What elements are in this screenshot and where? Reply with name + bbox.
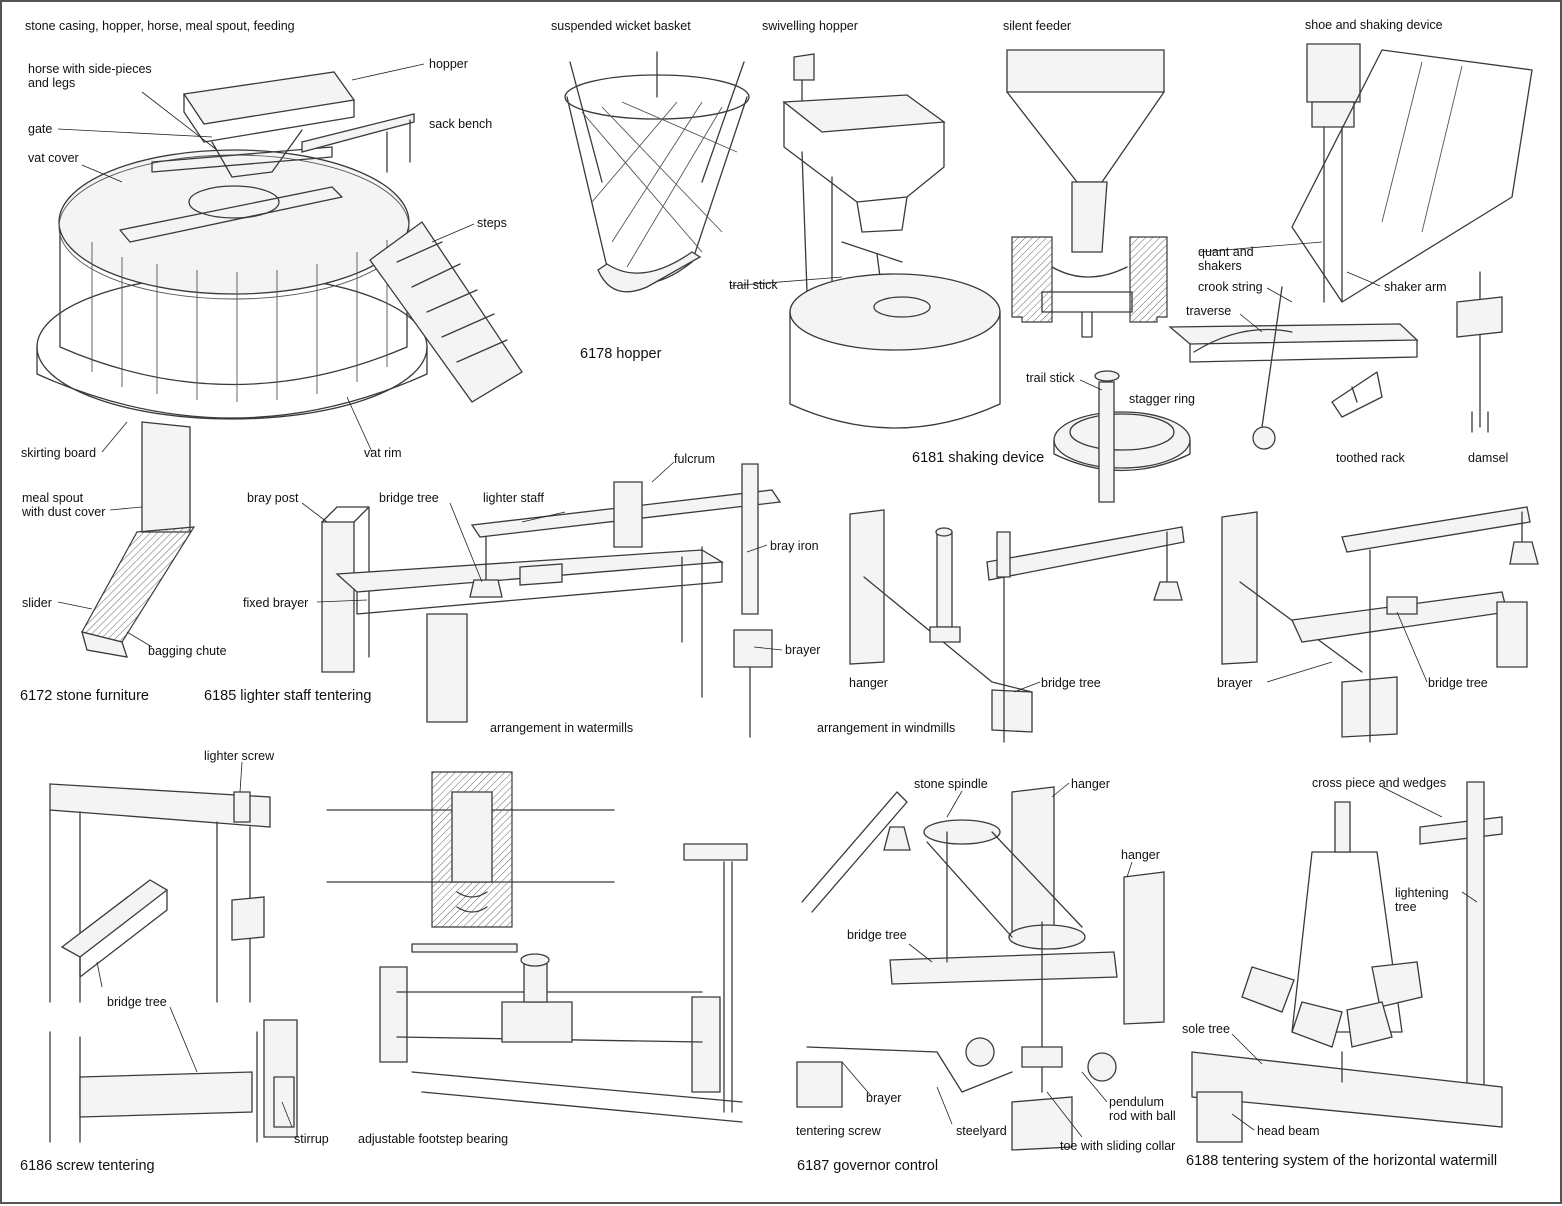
label-meal-spout: meal spout with dust cover	[22, 491, 106, 519]
label-stone-spindle: stone spindle	[914, 777, 988, 791]
caption-6178: 6178 hopper	[580, 346, 662, 362]
label-tentering-screw: tentering screw	[796, 1124, 881, 1138]
label-sole-tree: sole tree	[1182, 1022, 1230, 1036]
label-pendulum: pendulum rod with ball	[1109, 1095, 1176, 1123]
label-brayer-right: brayer	[1217, 676, 1253, 690]
caption-6186: 6186 screw tentering	[20, 1158, 155, 1174]
screw-tentering-drawing	[49, 783, 298, 1143]
label-gate: gate	[28, 122, 53, 136]
label-lightening-tree: lightening tree	[1395, 886, 1449, 914]
label-suspended-wicket-basket: suspended wicket basket	[551, 19, 691, 33]
label-lighter-staff: lighter staff	[483, 491, 544, 505]
caption-6185: 6185 lighter staff tentering	[204, 688, 372, 704]
label-steelyard: steelyard	[956, 1124, 1007, 1138]
label-hopper: hopper	[429, 57, 468, 71]
windmill-arrangement-drawing	[849, 509, 1185, 743]
label-bagging-chute: bagging chute	[148, 644, 227, 658]
label-skirting-board: skirting board	[21, 446, 97, 460]
label-toe-with-sliding-collar: toe with sliding collar	[1060, 1139, 1176, 1153]
shoe-shaking-drawing	[1168, 43, 1533, 450]
label-toothed-rack: toothed rack	[1336, 451, 1405, 465]
label-stagger-ring: stagger ring	[1129, 392, 1196, 406]
label-stone-furniture-title: stone casing, hopper, horse, meal spout,…	[25, 19, 295, 33]
label-bray-post: bray post	[247, 491, 299, 505]
label-arrangement-windmills: arrangement in windmills	[817, 721, 956, 735]
label-bridge-tree-right: bridge tree	[1428, 676, 1488, 690]
label-stirrup: stirrup	[294, 1132, 329, 1146]
caption-6187: 6187 governor control	[797, 1158, 939, 1174]
label-vat-rim: vat rim	[364, 446, 402, 460]
label-vat-cover: vat cover	[28, 151, 79, 165]
label-brayer-6185: brayer	[785, 643, 821, 657]
label-damsel: damsel	[1468, 451, 1509, 465]
label-steps: steps	[477, 216, 507, 230]
footstep-bearing-drawing	[326, 771, 748, 1123]
lighter-staff-tentering-drawing	[321, 463, 782, 738]
label-adjustable-footstep-bearing: adjustable footstep bearing	[358, 1132, 509, 1146]
label-shoe-and-shaking-device: shoe and shaking device	[1305, 18, 1443, 32]
leader-lines	[57, 63, 1478, 1138]
label-bridge-tree-wind: bridge tree	[1041, 676, 1101, 690]
wicket-basket-drawing	[564, 51, 750, 293]
label-crook-string: crook string	[1198, 280, 1263, 294]
horizontal-watermill-drawing	[1191, 781, 1503, 1143]
caption-6181: 6181 shaking device	[912, 450, 1045, 466]
label-bridge-tree-6186: bridge tree	[107, 995, 167, 1009]
label-fulcrum: fulcrum	[674, 452, 715, 466]
stone-furniture-drawing	[36, 71, 523, 658]
label-trail-stick-feeder: trail stick	[1026, 371, 1075, 385]
label-bray-iron: bray iron	[770, 539, 819, 553]
label-sack-bench: sack bench	[429, 117, 493, 131]
label-horse: horse with side-pieces and legs	[28, 62, 152, 90]
label-fixed-brayer: fixed brayer	[243, 596, 309, 610]
label-brayer-6187: brayer	[866, 1091, 902, 1105]
label-slider: slider	[22, 596, 52, 610]
label-traverse: traverse	[1186, 304, 1232, 318]
label-arrangement-watermills: arrangement in watermills	[490, 721, 634, 735]
label-lighter-screw: lighter screw	[204, 749, 275, 763]
label-trail-stick-hopper: trail stick	[729, 278, 778, 292]
label-quant-and-shakers: quant and shakers	[1198, 245, 1254, 273]
swivelling-hopper-drawing	[782, 53, 1001, 429]
label-hanger-6187-b: hanger	[1121, 848, 1160, 862]
label-swivelling-hopper: swivelling hopper	[762, 19, 858, 33]
label-hanger-wind: hanger	[849, 676, 888, 690]
label-shaker-arm: shaker arm	[1384, 280, 1447, 294]
label-bridge-tree-6185: bridge tree	[379, 491, 439, 505]
label-silent-feeder: silent feeder	[1003, 19, 1072, 33]
silent-feeder-drawing	[1006, 49, 1191, 503]
label-head-beam: head beam	[1257, 1124, 1320, 1138]
label-cross-piece-and-wedges: cross piece and wedges	[1312, 776, 1447, 790]
caption-6172: 6172 stone furniture	[20, 688, 149, 704]
label-hanger-6187-a: hanger	[1071, 777, 1110, 791]
right-arrangement-drawing	[1221, 506, 1539, 743]
governor-control-drawing	[796, 786, 1165, 1151]
caption-6188: 6188 tentering system of the horizontal …	[1186, 1153, 1498, 1169]
label-bridge-tree-6187: bridge tree	[847, 928, 907, 942]
